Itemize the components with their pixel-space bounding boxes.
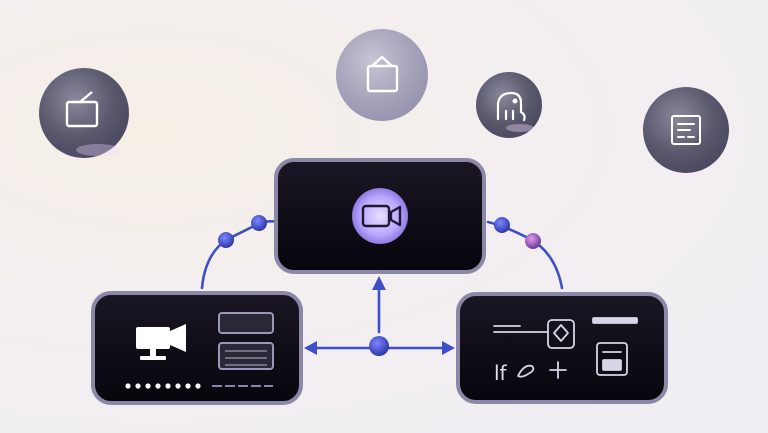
document-icon (671, 115, 701, 145)
elephant-icon (496, 91, 526, 122)
movie-camera-icon (136, 324, 186, 360)
panel-widgets (218, 312, 274, 370)
arrowhead-right (442, 341, 455, 355)
arrowheads (304, 276, 455, 355)
connector-dot (525, 233, 541, 249)
connector-left-arc (200, 220, 280, 290)
connector-dot (494, 217, 510, 233)
panel-glyphs: lf (494, 361, 508, 385)
arrowhead-up (372, 276, 386, 290)
video-camera-icon (361, 204, 402, 228)
progress-dots (125, 383, 201, 389)
tv-bubble-left (39, 68, 129, 158)
document-bubble (643, 87, 729, 173)
tv-icon (65, 91, 99, 128)
tv-bubble-top (336, 29, 428, 121)
panel-box (218, 312, 274, 334)
center-video-node[interactable] (274, 158, 486, 274)
connector-dot (218, 232, 234, 248)
connector-dot (251, 215, 267, 231)
picture-frame-icon (366, 55, 399, 93)
left-camera-node[interactable] (91, 291, 303, 405)
connector-dot (369, 336, 389, 356)
panel-box (218, 342, 274, 370)
control-panel-icon (493, 317, 638, 379)
connector-dots (218, 215, 541, 356)
elephant-bubble (476, 72, 542, 138)
arrowhead-left (304, 341, 317, 355)
right-controls-node[interactable]: lf (456, 292, 668, 404)
